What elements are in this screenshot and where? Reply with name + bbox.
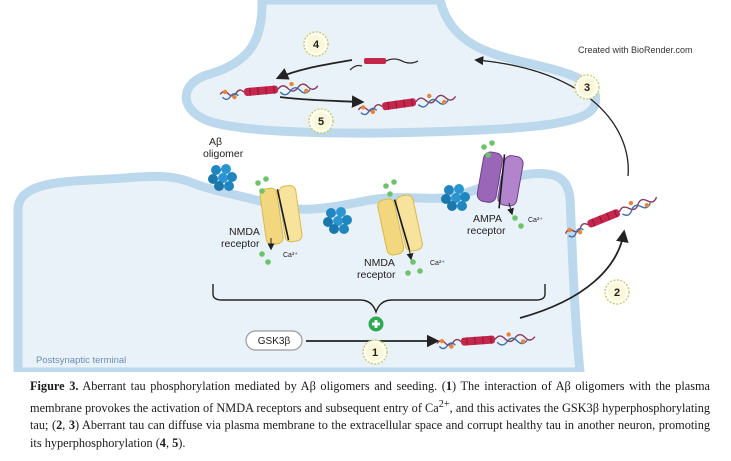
calcium-below-nmda-1	[259, 251, 271, 265]
ca-arrow-3	[507, 202, 514, 216]
svg-text:2: 2	[614, 287, 620, 299]
caption-step-ref: 3	[68, 418, 76, 433]
gsk3b-box	[245, 330, 303, 351]
presynaptic-terminal	[181, 0, 601, 138]
caption-text: , and this activates the GSK3β hyperphos…	[30, 400, 710, 433]
nmda2-label-line2: receptor	[357, 269, 396, 281]
caption-superscript: 2+	[438, 398, 450, 410]
svg-text:4: 4	[313, 39, 320, 51]
postsynaptic-label: Postsynaptic terminal	[36, 355, 126, 366]
nmda1-label-line2: receptor	[221, 238, 260, 250]
abeta-label-line2: oligomer	[203, 148, 244, 160]
gsk3b-label: GSK3β	[258, 336, 291, 347]
caption-text: ,	[165, 435, 173, 450]
figure-caption: Figure 3. Aberrant tau phosphorylation m…	[30, 378, 710, 452]
arrow-3	[474, 56, 629, 177]
figure-label: Figure 3.	[30, 379, 79, 393]
step-badge-4: 4	[303, 31, 329, 57]
caption-step-ref: 1	[445, 379, 453, 393]
nmda1-label-line1: NMDA	[229, 226, 260, 238]
tau-extracellular	[562, 190, 660, 241]
caption-text: Aberrant tau phosphorylation mediated by…	[78, 379, 446, 393]
caption-step-ref: 4	[159, 435, 166, 450]
ampa-label-line1: AMPA	[473, 213, 502, 225]
diagram: Created with BioRender.com Aβ oligomer C…	[13, 0, 693, 372]
ampa-receptor	[476, 151, 524, 209]
receptor-brace	[212, 284, 546, 315]
svg-text:3: 3	[584, 82, 590, 94]
caption-text: ).	[178, 435, 186, 450]
step-badge-2: 2	[604, 279, 630, 305]
credit-text: Created with BioRender.com	[578, 45, 693, 55]
caption-step-ref: 2	[56, 418, 63, 433]
ca-arrow-2	[406, 247, 414, 261]
ca-label-2: Ca²⁺	[430, 260, 445, 267]
svg-text:5: 5	[318, 116, 324, 128]
ampa-label-line2: receptor	[467, 225, 506, 237]
nmda-receptor-2	[377, 194, 423, 256]
calcium-below-nmda-2	[405, 259, 423, 276]
arrow-4	[275, 59, 353, 80]
tau-presynaptic-entering	[349, 58, 419, 71]
ca-label-1: Ca²⁺	[283, 252, 298, 259]
nmda2-label-line1: NMDA	[364, 257, 395, 269]
step-badge-1: 1	[362, 339, 388, 365]
caption-text: ) Aberrant tau can diffuse via plasma me…	[30, 418, 711, 450]
postsynaptic-terminal	[13, 168, 585, 372]
ca-label-3: Ca²⁺	[528, 217, 543, 224]
arrow-2	[519, 229, 629, 319]
activation-plus-icon	[368, 316, 384, 332]
arrow-5	[279, 95, 365, 108]
step-badge-5: 5	[308, 108, 334, 134]
nmda-receptor-1	[259, 185, 303, 245]
caption-step-ref: 5	[172, 435, 179, 450]
svg-text:1: 1	[372, 347, 378, 359]
abeta-label-line1: Aβ	[209, 136, 222, 148]
calcium-below-ampa	[512, 215, 524, 229]
caption-text: ,	[62, 418, 69, 433]
caption-text: ) The interaction of Aβ oligomers with t…	[30, 379, 711, 415]
step-badge-3: 3	[574, 74, 600, 100]
